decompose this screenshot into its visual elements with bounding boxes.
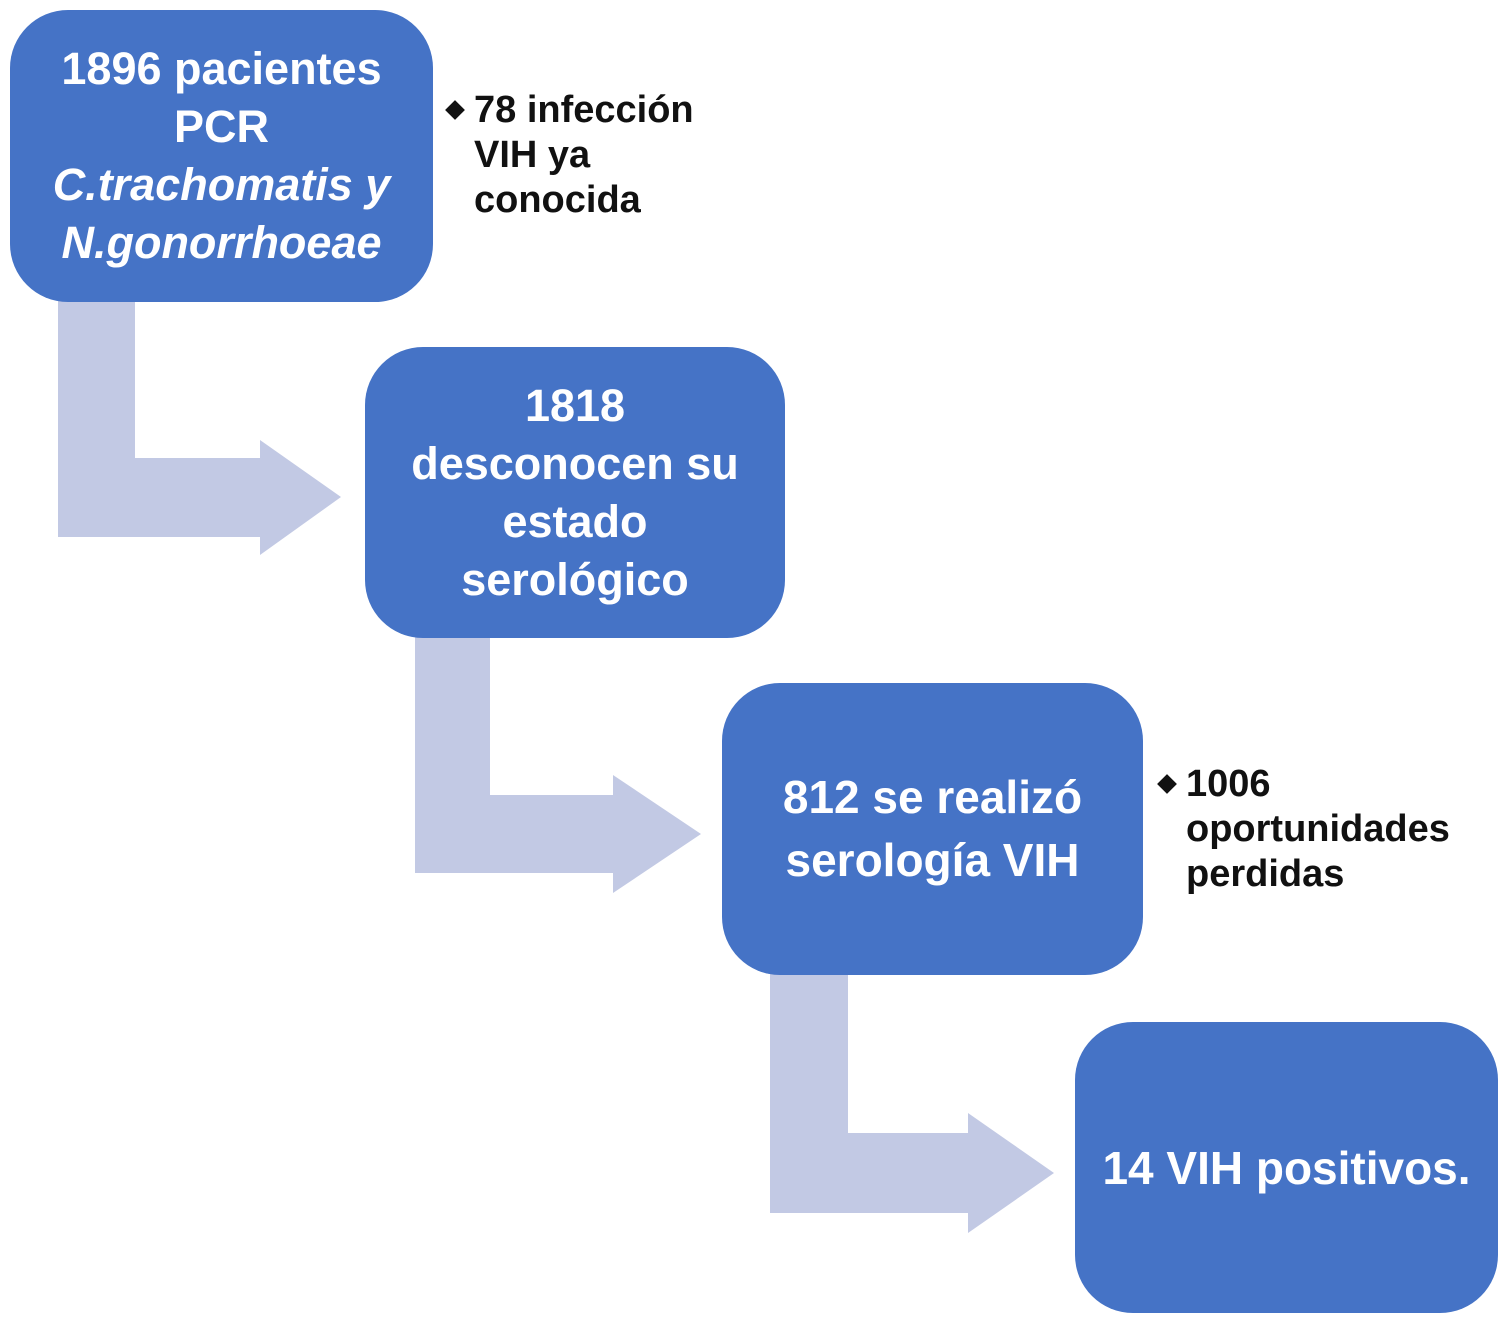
flow-step-text-line: 1896 pacientes bbox=[61, 43, 382, 94]
annotation-text-line: VIH ya bbox=[474, 134, 591, 176]
annotation-missed-opportunities: 1006 oportunidades perdidas bbox=[1157, 762, 1450, 897]
flow-step-text-line: 1818 bbox=[524, 379, 626, 431]
flow-step-3: 812 se realizó serología VIH bbox=[722, 683, 1143, 975]
annotation-text-line: 1006 bbox=[1186, 763, 1271, 805]
bent-arrow-connector-1 bbox=[58, 300, 341, 555]
flow-step-text-line: 14 VIH positivos. bbox=[1102, 1141, 1471, 1194]
flow-step-text-line: 812 se realizó bbox=[782, 771, 1083, 823]
flow-step-2: 1818 desconocen su estado serológico bbox=[365, 347, 785, 638]
flow-step-text-line: PCR bbox=[173, 101, 269, 152]
diamond-bullet-icon bbox=[445, 100, 465, 120]
annotation-text-line: perdidas bbox=[1186, 853, 1345, 895]
flow-step-text-line: C.trachomatis y bbox=[52, 159, 391, 210]
annotation-known-hiv: 78 infección VIH ya conocida bbox=[445, 88, 694, 223]
flow-step-text-line: N.gonorrhoeae bbox=[61, 217, 382, 268]
flow-step-text-line: desconocen su bbox=[411, 437, 739, 489]
flow-step-1: 1896 pacientes PCR C.trachomatis y N.gon… bbox=[10, 10, 433, 302]
bent-arrow-connector-2 bbox=[415, 637, 701, 893]
flow-step-4: 14 VIH positivos. bbox=[1075, 1022, 1498, 1313]
flow-step-text-line: serología VIH bbox=[785, 834, 1080, 886]
annotation-text-line: conocida bbox=[474, 179, 641, 221]
bent-arrow-connector-3 bbox=[770, 974, 1054, 1233]
annotation-text-line: 78 infección bbox=[474, 89, 694, 131]
flow-step-text-line: serológico bbox=[461, 553, 689, 605]
diamond-bullet-icon bbox=[1157, 774, 1177, 794]
flow-step-text-line: estado bbox=[502, 495, 648, 547]
annotation-text-line: oportunidades bbox=[1186, 808, 1450, 850]
